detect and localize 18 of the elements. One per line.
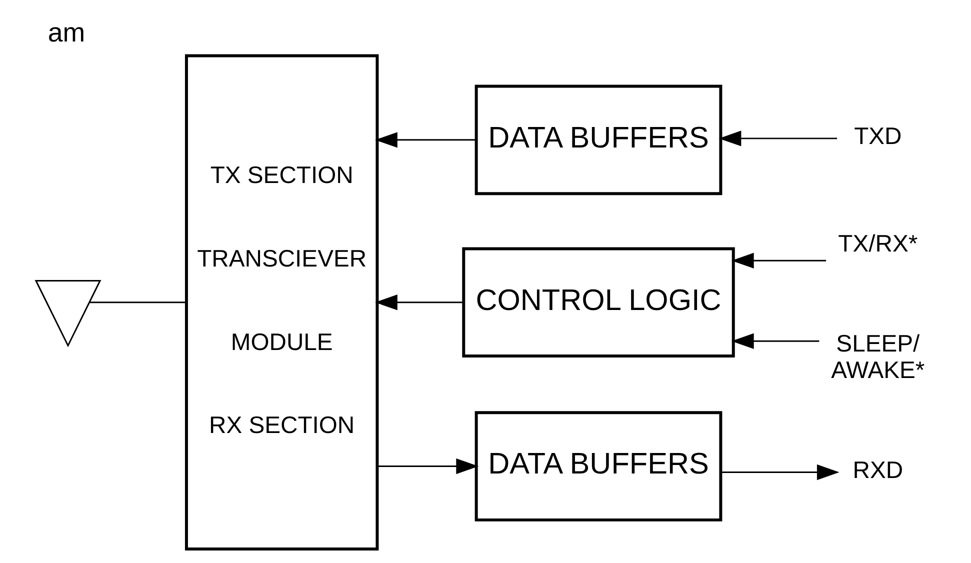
node-text: TXD <box>854 123 902 150</box>
arrow <box>374 132 476 148</box>
arrow <box>720 464 839 480</box>
node-box: CONTROL LOGIC <box>462 247 734 358</box>
node-text: RXD <box>852 456 903 484</box>
connector <box>89 302 186 304</box>
arrow <box>730 333 819 349</box>
node-box: DATA BUFFERS <box>474 84 722 196</box>
arrow <box>730 252 826 268</box>
node-triangle <box>34 280 101 348</box>
diagram-title: am <box>47 17 85 48</box>
node-text: TX/RX* <box>838 230 918 258</box>
arrow <box>376 458 478 474</box>
arrow <box>374 294 463 310</box>
arrow <box>718 130 837 146</box>
node-text: SLEEP/ AWAKE* <box>830 330 924 384</box>
node-box: TX SECTION TRANSCIEVER MODULE RX SECTION <box>184 54 378 550</box>
node-box: DATA BUFFERS <box>474 411 722 522</box>
